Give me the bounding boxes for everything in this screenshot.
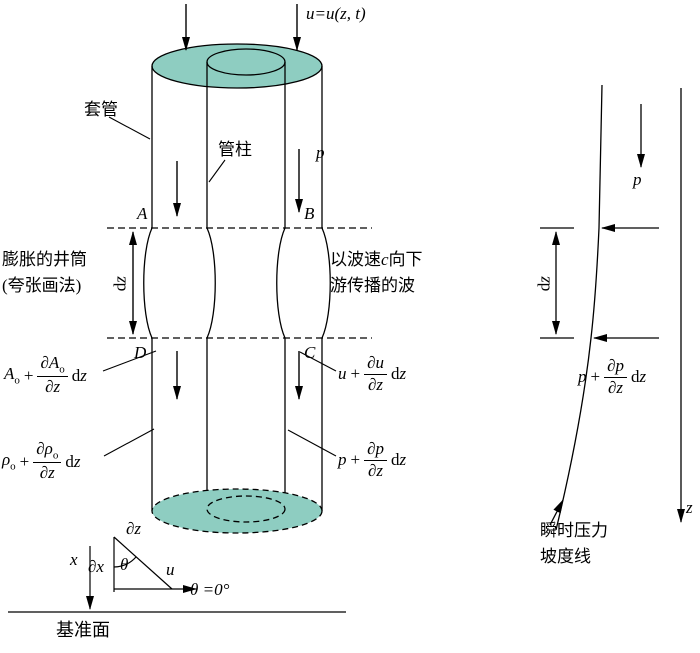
velocity-top-label: u=u(z, t) xyxy=(306,4,366,23)
expanded-wellbore-label-line2: (夸张画法) xyxy=(2,276,82,295)
pipe-wall-right xyxy=(276,62,286,509)
leader-group xyxy=(102,116,337,457)
pipe-wall-left xyxy=(206,62,216,509)
pipe-bottom-ellipse xyxy=(206,495,286,523)
area-formula-leader xyxy=(102,350,157,372)
pressure-gradient-formula: p + ∂p ∂z dz xyxy=(578,356,647,397)
datum-plane-label: 基准面 xyxy=(56,620,110,640)
wave-label-line1: 以波速c向下 xyxy=(330,250,423,269)
wave-label-line2: 游传播的波 xyxy=(330,276,415,295)
pressure-formula-leader xyxy=(287,429,337,457)
velocity-expansion-formula: u + ∂u ∂z dz xyxy=(338,353,407,394)
gradient-line-label-line1: 瞬时压力 xyxy=(540,521,608,540)
density-formula-leader xyxy=(103,428,155,457)
gradient-line-label-line2: 坡度线 xyxy=(540,547,591,566)
casing-label: 套管 xyxy=(84,100,118,119)
fraction: ∂u ∂z xyxy=(364,353,387,394)
dz-dimension-label: dz xyxy=(110,276,130,292)
pipe-leader xyxy=(208,159,226,183)
gradient-panel-group xyxy=(540,84,685,531)
point-a-label: A xyxy=(137,204,148,223)
velocity-formula-leader xyxy=(299,351,337,372)
arrow-group xyxy=(129,4,303,400)
expanded-wellbore-label-line1: 膨胀的井筒 xyxy=(2,250,87,269)
density-expansion-formula: ρo + ∂ρo ∂z dz xyxy=(2,439,81,483)
partial-z-label: ∂z xyxy=(126,519,142,538)
z-axis-label: z xyxy=(686,498,693,517)
u-direction-label: u xyxy=(166,560,175,579)
dz-dimension-label-right: dz xyxy=(534,276,554,292)
casing-wall-right xyxy=(321,66,331,511)
fraction: ∂ρo ∂z xyxy=(33,439,62,483)
pressure-right-label: p xyxy=(633,170,642,189)
casing-wall-left xyxy=(143,66,153,511)
theta-angle-arc xyxy=(113,556,137,568)
pipe-top-ellipse xyxy=(206,48,286,76)
fraction: ∂Ao ∂z xyxy=(37,353,68,397)
pipe-string-label: 管柱 xyxy=(218,140,252,159)
gradient-leader-arrow xyxy=(549,499,564,526)
pressure-gradient-curve xyxy=(555,84,603,531)
x-axis-label: x xyxy=(70,550,78,569)
cylinder-group xyxy=(107,43,372,534)
triangle-hypotenuse xyxy=(113,536,173,590)
point-b-label: B xyxy=(304,204,315,223)
point-c-label: C xyxy=(304,343,316,362)
partial-x-label: ∂x xyxy=(88,557,104,576)
point-d-label: D xyxy=(134,343,147,362)
pressure-label: p xyxy=(316,143,325,162)
theta-zero-label: θ =0° xyxy=(190,580,230,599)
fraction: ∂p ∂z xyxy=(604,356,627,397)
pressure-expansion-formula: p + ∂p ∂z dz xyxy=(338,439,407,480)
coordinate-group xyxy=(8,536,346,613)
casing-leader xyxy=(108,116,151,140)
area-expansion-formula: Ao + ∂Ao ∂z dz xyxy=(4,353,87,397)
fraction: ∂p ∂z xyxy=(364,439,387,480)
theta-label: θ xyxy=(120,555,129,574)
